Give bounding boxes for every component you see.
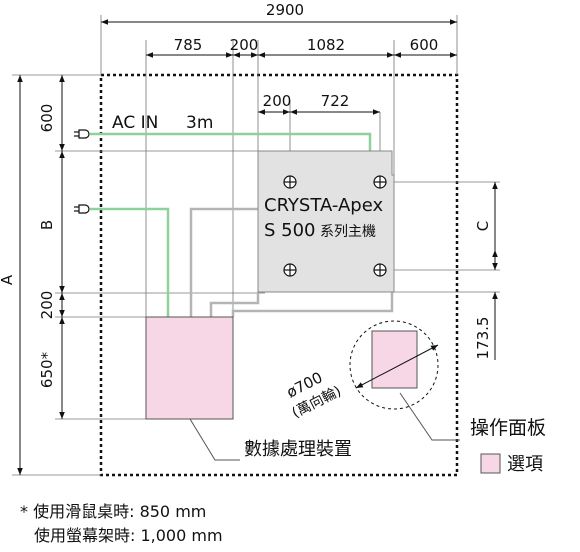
dim-c: C — [474, 221, 492, 231]
diameter-line — [355, 344, 439, 389]
dim-600-left: 600 — [38, 104, 56, 133]
unit-name-line1: CRYSTA-Apex — [264, 195, 383, 216]
data-processor-label: 數據處理裝置 — [244, 439, 352, 460]
dim-200-inner: 200 — [263, 92, 292, 110]
option-legend-swatch — [480, 453, 501, 474]
extension-lines — [12, 15, 500, 476]
dim-722: 722 — [321, 92, 350, 110]
option-legend-label: 選項 — [507, 454, 543, 475]
dim-1082: 1082 — [307, 36, 345, 54]
horizontal-dimension-lines — [101, 19, 457, 115]
plug-icon — [74, 204, 90, 214]
footnote-mouse-table: * 使用滑鼠桌時: 850 mm — [20, 502, 207, 521]
dim-785: 785 — [174, 36, 203, 54]
data-processor-option — [145, 316, 234, 420]
dim-200-top: 200 — [230, 36, 259, 54]
leveling-foot-icon — [283, 175, 387, 277]
dim-650: 650* — [38, 351, 56, 388]
dim-total-width: 2900 — [266, 1, 304, 19]
signal-cables — [189, 207, 394, 317]
dim-b: B — [38, 220, 56, 230]
operation-panel-label: 操作面板 — [470, 417, 546, 439]
dim-200-left: 200 — [38, 291, 56, 320]
ac-in-label: AC IN — [112, 113, 158, 133]
vertical-dimension-lines — [17, 75, 498, 475]
cable-length-label: 3m — [186, 113, 213, 133]
installation-diagram: 2900 785 200 1082 600 200 722 600 B 200 … — [0, 1, 546, 477]
plug-icon — [74, 129, 90, 139]
operation-panel-leader — [399, 392, 460, 441]
dim-a: A — [0, 274, 16, 285]
unit-model-label: S 500 — [264, 220, 316, 241]
dim-600-right: 600 — [410, 36, 439, 54]
footnotes: * 使用滑鼠桌時: 850 mm 使用螢幕架時: 1,000 mm — [20, 500, 223, 548]
data-processor-leader — [189, 418, 240, 461]
footnote-monitor-stand: 使用螢幕架時: 1,000 mm — [34, 526, 223, 545]
caster-range-circle — [349, 320, 439, 410]
unit-series-label: 系列主機 — [320, 224, 376, 240]
dim-173-5: 173.5 — [474, 317, 492, 360]
